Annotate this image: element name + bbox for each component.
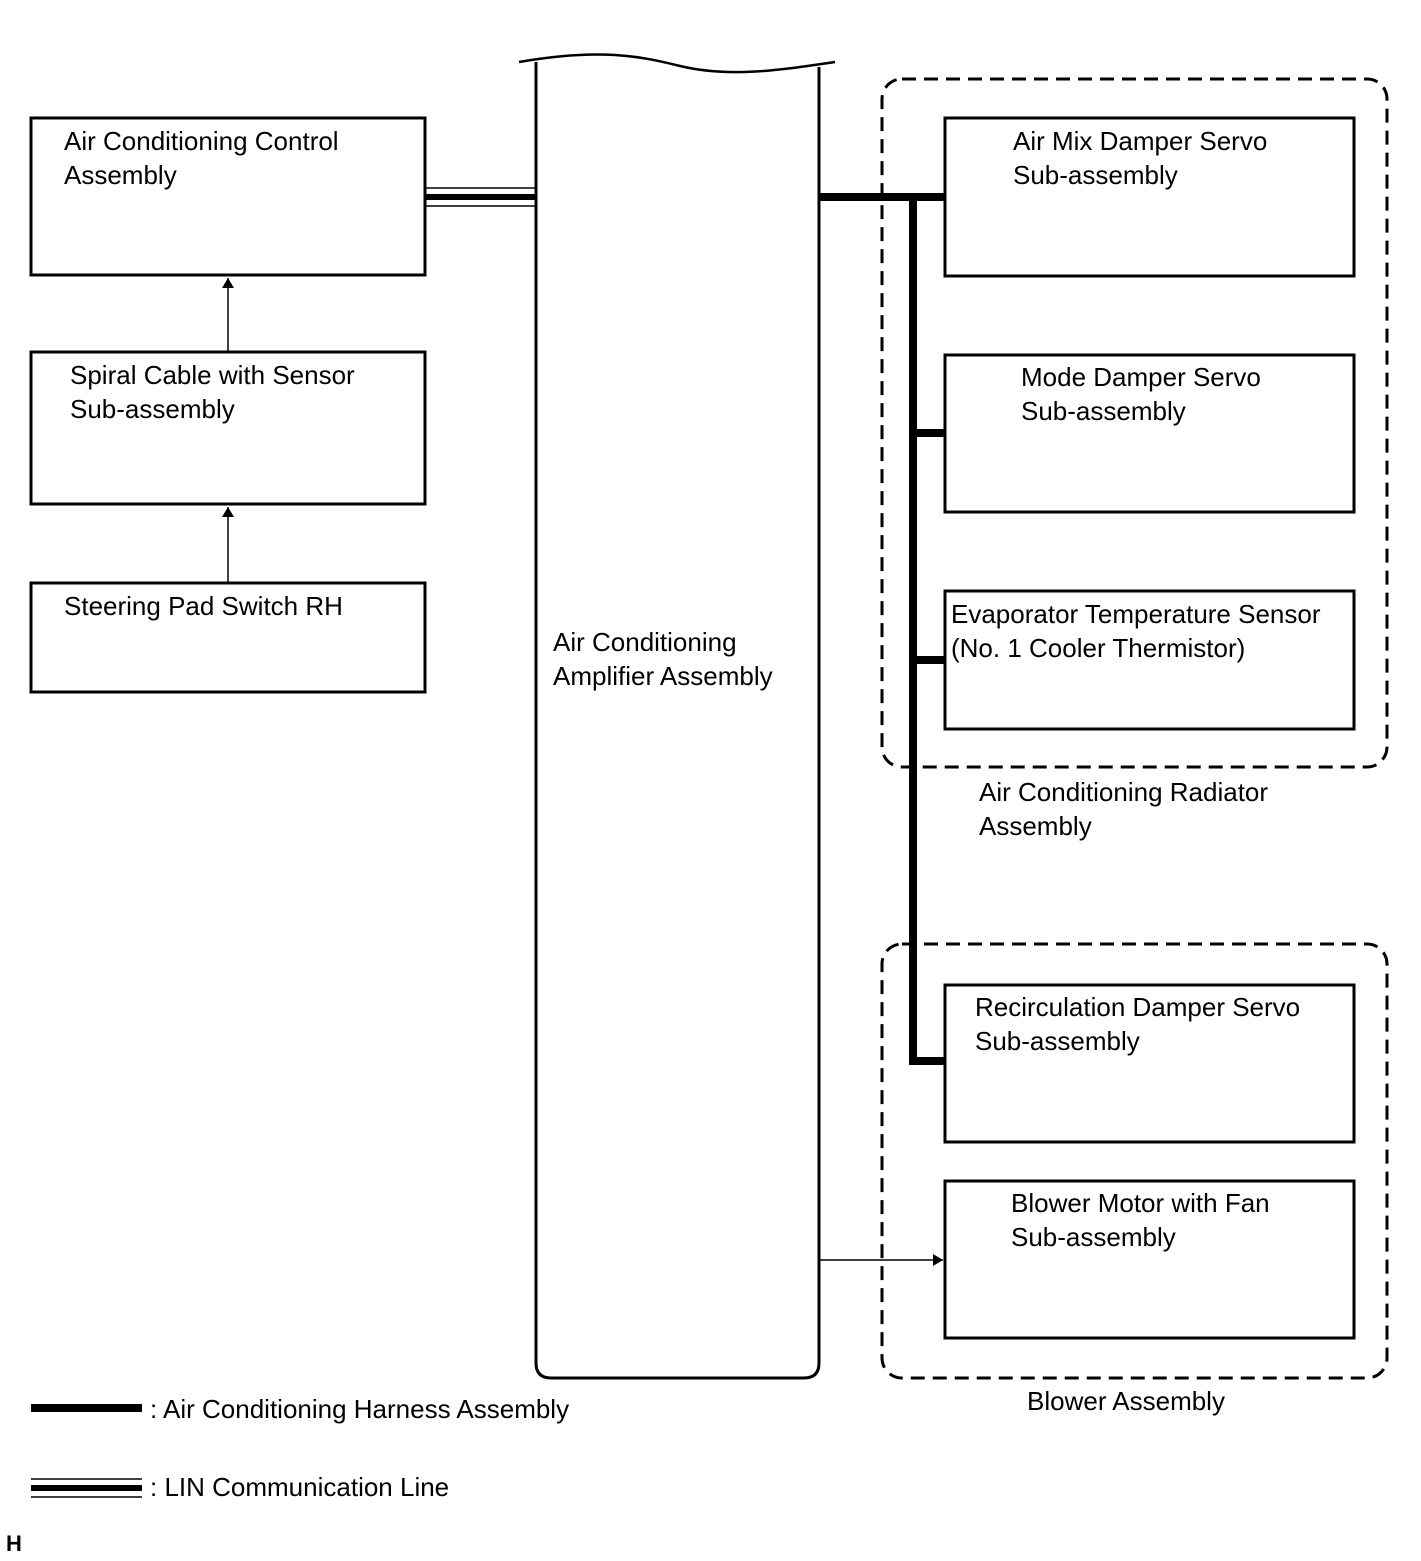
blower-assembly-group [880,942,1389,1380]
amplifier-label: Air Conditioning Amplifier Assembly [553,625,773,693]
recirc-servo-label-line2: Sub-assembly [975,1026,1140,1056]
legend-harness-label: : Air Conditioning Harness Assembly [150,1392,569,1426]
amplifier-cut-line [518,53,836,74]
blower-motor-label: Blower Motor with Fan Sub-assembly [1011,1186,1270,1254]
air-mix-servo-label: Air Mix Damper Servo Sub-assembly [1013,124,1267,192]
evap-sensor-label-line2: (No. 1 Cooler Thermistor) [951,633,1246,663]
air-mix-servo-label-line1: Air Mix Damper Servo [1013,126,1268,156]
blower-motor-label-line1: Blower Motor with Fan [1011,1188,1270,1218]
recirc-servo-box [943,983,1356,1144]
steering-switch-label: Steering Pad Switch RH [64,589,343,623]
radiator-group-label: Air Conditioning Radiator Assembly [979,775,1268,843]
blower-group-label-line1: Blower Assembly [1027,1386,1225,1416]
mode-servo-box [943,353,1356,514]
air-mix-servo-box [943,116,1356,278]
legend-harness-text: : Air Conditioning Harness Assembly [150,1394,570,1424]
mode-servo-label-line1: Mode Damper Servo [1021,362,1261,392]
recirc-servo-label: Recirculation Damper Servo Sub-assembly [975,990,1300,1058]
spiral-cable-label-line2: Sub-assembly [70,394,235,424]
evap-sensor-label: Evaporator Temperature Sensor (No. 1 Coo… [951,597,1321,665]
amplifier-box [534,62,821,1380]
harness-bus [819,193,945,1065]
ac-control-label: Air Conditioning Control Assembly [64,124,339,192]
ac-control-label-line1: Air Conditioning Control [64,126,339,156]
evap-sensor-label-line1: Evaporator Temperature Sensor [951,599,1321,629]
lin-line-control-amplifier [425,187,536,207]
corner-mark-text: H [6,1531,22,1556]
mode-servo-label-line2: Sub-assembly [1021,396,1186,426]
legend-lin-symbol [31,1478,142,1498]
recirc-servo-label-line1: Recirculation Damper Servo [975,992,1301,1022]
radiator-group-label-line2: Assembly [979,811,1092,841]
amplifier-label-line2: Amplifier Assembly [553,661,773,691]
radiator-assembly-group [880,77,1389,769]
steering-switch-box [29,581,427,694]
legend-lin-text: : LIN Communication Line [150,1472,450,1502]
ac-control-box [29,116,427,277]
legend-lin-label: : LIN Communication Line [150,1470,449,1504]
ac-control-label-line2: Assembly [64,160,177,190]
corner-mark: H [6,1527,22,1561]
evap-sensor-box [943,589,1356,731]
steering-switch-label-line1: Steering Pad Switch RH [64,591,343,621]
blower-motor-box [943,1179,1356,1340]
air-mix-servo-label-line2: Sub-assembly [1013,160,1178,190]
mode-servo-label: Mode Damper Servo Sub-assembly [1021,360,1261,428]
amplifier-label-line1: Air Conditioning [553,627,737,657]
blower-group-label: Blower Assembly [1027,1384,1225,1418]
blower-motor-label-line2: Sub-assembly [1011,1222,1176,1252]
spiral-cable-label: Spiral Cable with Sensor Sub-assembly [70,358,355,426]
spiral-cable-label-line1: Spiral Cable with Sensor [70,360,355,390]
radiator-group-label-line1: Air Conditioning Radiator [979,777,1269,807]
